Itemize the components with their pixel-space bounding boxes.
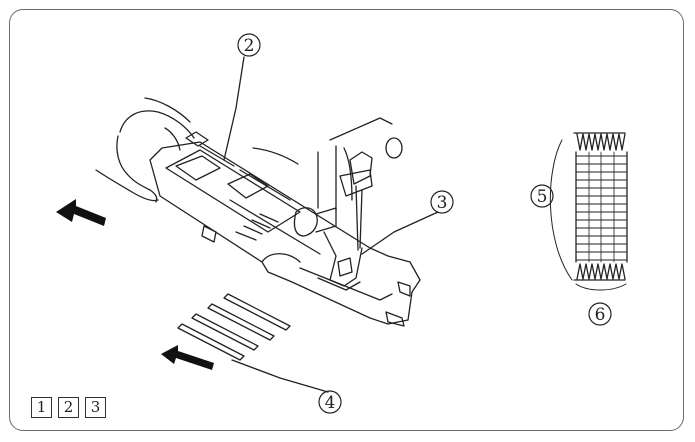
buttonhole-stitch-sample bbox=[549, 132, 628, 291]
callout-circle-4 bbox=[318, 390, 342, 414]
leader-4 bbox=[231, 359, 329, 393]
callout-circle-3 bbox=[430, 190, 454, 214]
reference-box-3: 3 bbox=[85, 397, 106, 418]
buttonhole-foot bbox=[149, 131, 421, 327]
callout-label-2: 2 bbox=[244, 36, 255, 56]
callout-circle-5 bbox=[530, 184, 554, 208]
diagram-frame bbox=[9, 9, 684, 431]
callout-label-4: 4 bbox=[325, 393, 336, 413]
reference-boxes: 1 2 3 bbox=[31, 397, 106, 418]
reference-box-2: 2 bbox=[58, 397, 79, 418]
hand-illustration bbox=[95, 97, 195, 203]
callout-label-3: 3 bbox=[437, 193, 448, 213]
callout-label-5: 5 bbox=[537, 187, 548, 207]
callout-label-6: 6 bbox=[595, 305, 606, 325]
fabric-marks bbox=[177, 293, 291, 361]
callout-circle-2 bbox=[237, 33, 261, 57]
callout-circle-6 bbox=[588, 302, 612, 326]
machine-head bbox=[252, 117, 403, 287]
leader-3 bbox=[361, 211, 439, 255]
reference-box-1: 1 bbox=[31, 397, 52, 418]
left-arrow-top bbox=[56, 199, 106, 226]
leader-2 bbox=[223, 56, 245, 161]
left-arrow-bottom bbox=[161, 345, 214, 370]
